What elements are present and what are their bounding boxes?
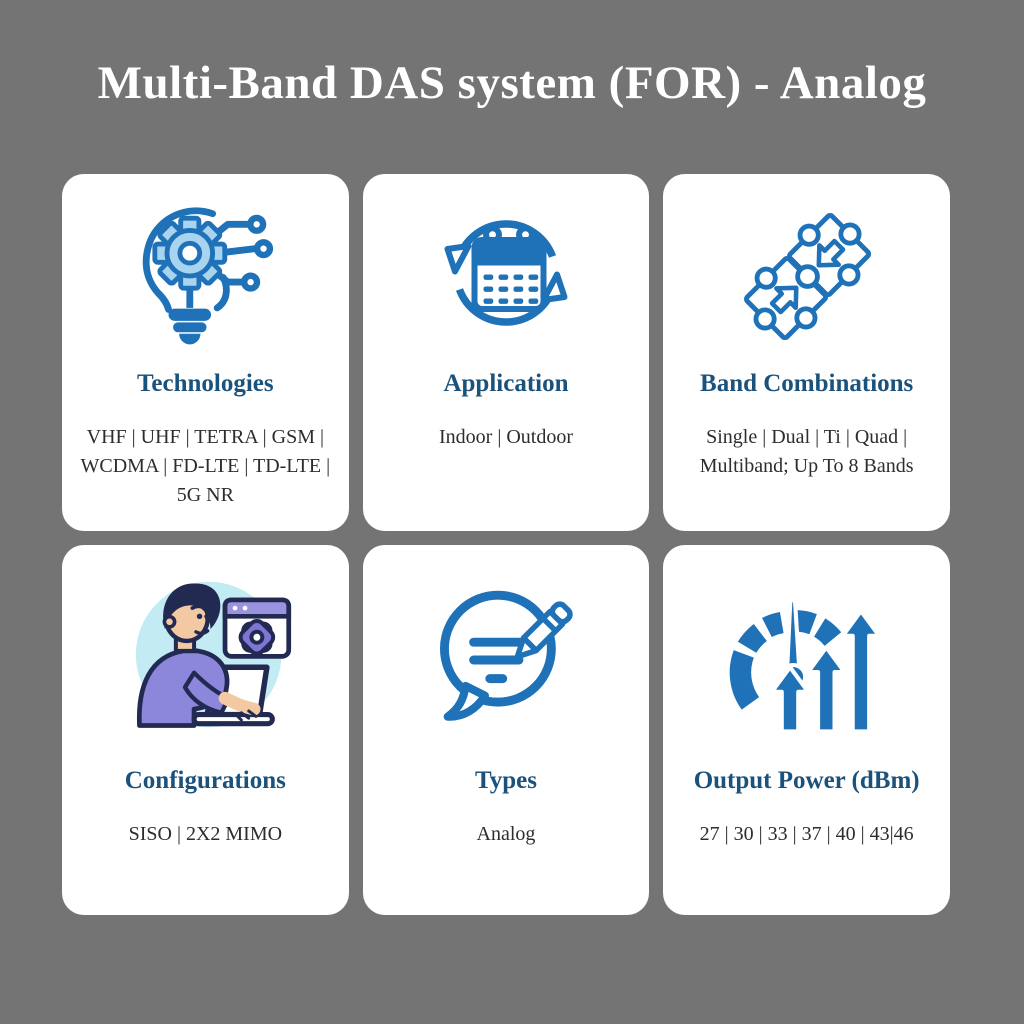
card-grid: Technologies VHF | UHF | TETRA | GSM | W… bbox=[62, 174, 950, 915]
card-application: Application Indoor | Outdoor bbox=[362, 174, 650, 531]
card-band-combinations: Band Combinations Single | Dual | Ti | Q… bbox=[663, 174, 950, 531]
puzzle-pieces-arrows-icon bbox=[743, 213, 871, 341]
card-heading: Band Combinations bbox=[700, 370, 914, 397]
card-configurations: Configurations SISO | 2X2 MIMO bbox=[62, 545, 349, 915]
card-spec-text: Indoor | Outdoor bbox=[439, 425, 573, 448]
person-laptop-icon bbox=[136, 581, 292, 728]
card-spec-text: Analog bbox=[476, 822, 536, 845]
card-heading: Output Power (dBm) bbox=[693, 767, 920, 794]
application-icon-wrap bbox=[431, 196, 581, 356]
card-technologies: Technologies VHF | UHF | TETRA | GSM | W… bbox=[62, 174, 349, 531]
technologies-icon-wrap bbox=[129, 196, 281, 356]
types-icon-wrap bbox=[425, 567, 587, 753]
card-heading: Technologies bbox=[137, 370, 274, 397]
lightbulb-gear-circuit-icon bbox=[143, 207, 274, 345]
card-spec-text: SISO | 2X2 MIMO bbox=[128, 822, 283, 845]
card-spec-text: Single | Dual | Ti | Quad | Multiband; U… bbox=[699, 425, 914, 477]
card-output-power: Output Power (dBm) 27 | 30 | 33 | 37 | 4… bbox=[663, 545, 950, 915]
speech-bubble-pencil-icon bbox=[439, 590, 573, 721]
calendar-sync-arrows-icon bbox=[444, 220, 568, 326]
band-combinations-icon-wrap bbox=[731, 196, 883, 356]
card-heading: Configurations bbox=[124, 767, 286, 794]
card-heading: Application bbox=[443, 370, 569, 397]
card-spec-text: VHF | UHF | TETRA | GSM | WCDMA | FD-LTE… bbox=[80, 425, 331, 506]
gauge-rising-arrows-icon bbox=[729, 597, 882, 734]
card-heading: Types bbox=[474, 767, 538, 794]
card-types: Types Analog bbox=[362, 545, 650, 915]
output-power-icon-wrap bbox=[724, 567, 889, 753]
configurations-icon-wrap bbox=[114, 567, 296, 753]
page-title: Multi-Band DAS system (FOR) - Analog bbox=[97, 57, 927, 109]
card-spec-text: 27 | 30 | 33 | 37 | 40 | 43|46 bbox=[699, 822, 914, 845]
